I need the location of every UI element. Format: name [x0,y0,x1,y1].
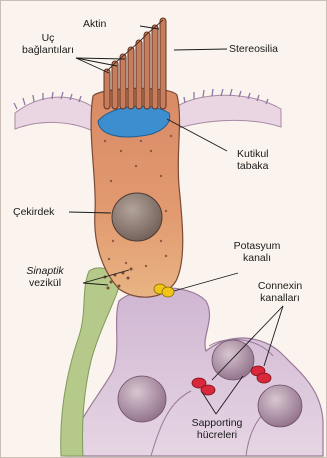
label-tip-links-line2: bağlantıları [11,44,85,56]
label-potassium-channel-line1: Potasyum [223,240,291,252]
label-stereocilia: Stereosilia [229,43,278,55]
label-potassium-channel-line2: kanalı [223,252,291,264]
label-connexin-channels-line2: kanalları [244,292,316,304]
label-connexin-channels-line1: Connexin [244,280,316,292]
nucleus [112,193,162,241]
label-tip-links-line1: Uç [11,32,85,44]
supporting-cell-nucleus [258,385,302,427]
label-synaptic-vesicle-line1: Sinaptik [15,265,75,277]
label-synaptic-vesicle-line2: vezikül [15,277,75,289]
label-supporting-cells-line2: hücreleri [181,429,253,441]
label-cuticular-plate-line2: tabaka [237,160,269,172]
supporting-cell-nucleus [118,376,166,422]
label-nucleus: Çekirdek [13,206,54,218]
label-supporting-cells-line1: Sapporting [181,417,253,429]
label-cuticular-plate-line1: Kutikul [237,148,269,160]
label-aktin: Aktin [83,18,106,30]
